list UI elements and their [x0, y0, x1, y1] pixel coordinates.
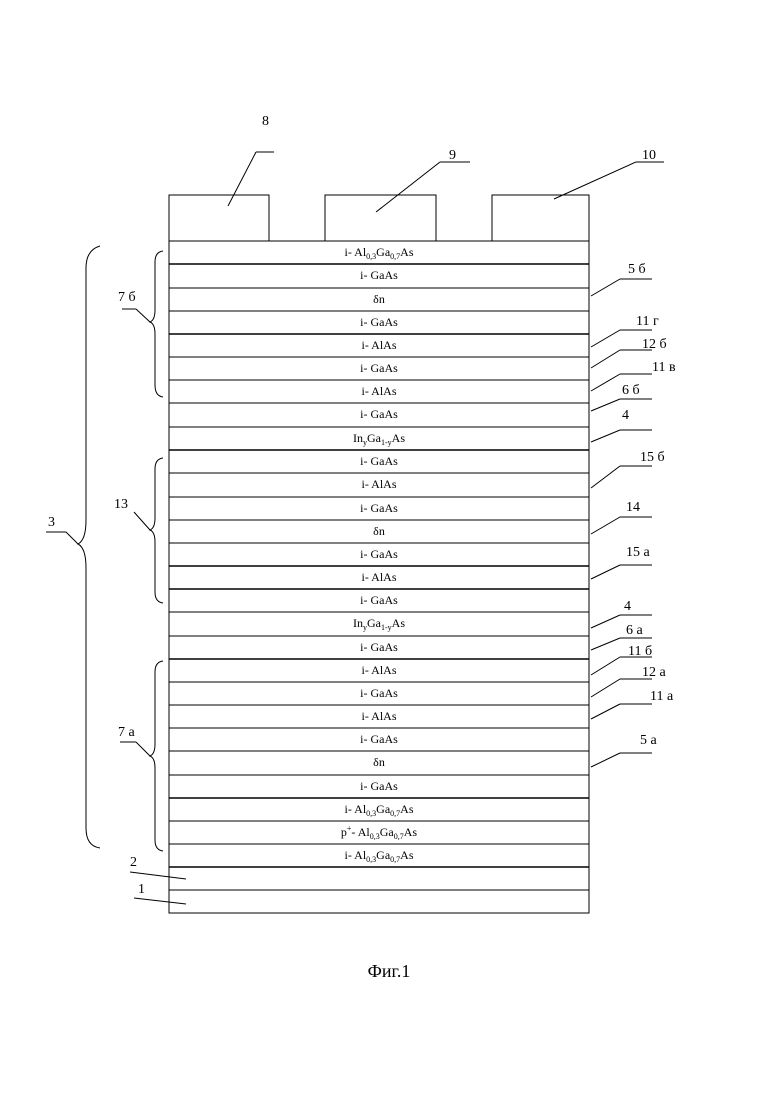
label-8: 8 — [262, 114, 269, 129]
leader-2 — [130, 872, 186, 879]
leader-right — [591, 279, 620, 296]
leader-right — [591, 430, 620, 442]
layer-label: i- GaAs — [360, 268, 398, 282]
layer-label: i- Al0,3Ga0,7As — [344, 802, 413, 818]
layer-label: i- GaAs — [360, 315, 398, 329]
label-right: 5 а — [640, 733, 658, 748]
leader-right — [591, 399, 620, 411]
layer-label: i- GaAs — [360, 640, 398, 654]
layer-label: i- GaAs — [360, 686, 398, 700]
layer-label: i- AlAs — [361, 338, 396, 352]
label-right: 6 б — [622, 383, 640, 398]
brace-7b — [150, 251, 163, 397]
layer-label: i- GaAs — [360, 361, 398, 375]
label-1: 1 — [138, 882, 145, 897]
right-leaders: 5 б 11 г 12 б 11 в 6 б 4 15 б 14 15 а 4 6 а 11 б 12 … — [591, 262, 676, 767]
label-right: 12 а — [642, 665, 667, 680]
layer-label: i- GaAs — [360, 732, 398, 746]
label-right: 11 в — [652, 360, 676, 375]
label-right: 4 — [624, 599, 631, 614]
layer-label: i- GaAs — [360, 501, 398, 515]
leader-right — [591, 638, 620, 650]
layer-label: i- GaAs — [360, 407, 398, 421]
label-10: 10 — [642, 148, 656, 163]
label-right: 5 б — [628, 262, 646, 277]
leader-13 — [134, 512, 150, 530]
leader-right — [591, 615, 620, 628]
layer-label: i- AlAs — [361, 477, 396, 491]
brace-13 — [150, 458, 163, 603]
layer-label: i- GaAs — [360, 593, 398, 607]
leader-7a — [136, 742, 150, 756]
layer-label: δn — [373, 292, 385, 306]
leader-right — [591, 657, 620, 675]
leader-right — [591, 466, 620, 488]
contact-10-block — [492, 195, 589, 241]
figure-caption: Фиг.1 — [368, 961, 411, 981]
layer-label: i- AlAs — [361, 663, 396, 677]
leader-right — [591, 704, 620, 719]
leader-right — [591, 330, 620, 347]
contact-9-block — [325, 195, 436, 241]
label-right: 15 а — [626, 545, 651, 560]
leader-3 — [66, 532, 78, 544]
label-right: 11 б — [628, 644, 652, 659]
layer-label: i- Al0,3Ga0,7As — [344, 848, 413, 864]
label-2: 2 — [130, 855, 137, 870]
leader-right — [591, 753, 620, 767]
layer-label: i- GaAs — [360, 547, 398, 561]
label-right: 6 а — [626, 623, 644, 638]
label-right: 4 — [622, 408, 629, 423]
leader-8 — [228, 152, 256, 206]
layer-label: InyGa1-yAs — [353, 431, 405, 447]
layer-label: InyGa1-yAs — [353, 616, 405, 632]
label-right: 15 б — [640, 450, 665, 465]
leader-right — [591, 517, 620, 534]
label-right: 12 б — [642, 337, 667, 352]
layer-label: δn — [373, 524, 385, 538]
layer-label: δn — [373, 755, 385, 769]
brace-3 — [78, 246, 100, 848]
layer-label: p+- Al0,3Ga0,7As — [341, 824, 418, 841]
label-7b: 7 б — [118, 290, 136, 305]
leader-10 — [554, 162, 636, 199]
label-3: 3 — [48, 515, 55, 530]
label-right: 11 а — [650, 689, 674, 704]
layer-stack: i- Al0,3Ga0,7As i- GaAs δn i- GaAs i- AlAs i-… — [169, 241, 589, 913]
layer-label: i- AlAs — [361, 570, 396, 584]
leader-7b — [136, 309, 150, 322]
leader-right — [591, 679, 620, 697]
leader-right — [591, 350, 620, 368]
label-7a: 7 а — [118, 725, 136, 740]
layer-label: i- GaAs — [360, 454, 398, 468]
label-9: 9 — [449, 148, 456, 163]
layer-label: i- Al0,3Ga0,7As — [344, 245, 413, 261]
layer-label: i- AlAs — [361, 709, 396, 723]
label-right: 14 — [626, 500, 640, 515]
leader-right — [591, 565, 620, 579]
leader-1 — [134, 898, 186, 904]
label-right: 11 г — [636, 314, 659, 329]
brace-7a — [150, 661, 163, 851]
contact-8-block — [169, 195, 269, 241]
leader-9 — [376, 162, 440, 212]
label-13: 13 — [114, 497, 128, 512]
layer-label: i- AlAs — [361, 384, 396, 398]
leader-right — [591, 374, 620, 391]
layer-label: i- GaAs — [360, 779, 398, 793]
